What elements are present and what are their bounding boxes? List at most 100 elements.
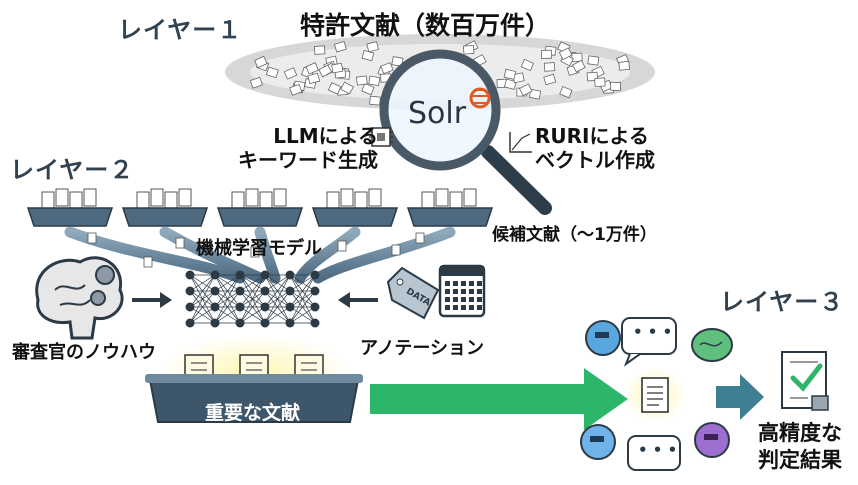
tray-body — [406, 207, 494, 227]
tray-document — [55, 188, 69, 207]
solr-logo-sun-icon — [469, 87, 491, 109]
ml-model-label: 機械学習モデル — [196, 238, 322, 259]
tray-body — [311, 207, 399, 227]
calendar-cell — [477, 305, 482, 310]
pile-paper — [289, 83, 303, 96]
robot-agent-purple-icon — [694, 422, 730, 458]
nn-edge — [239, 306, 266, 324]
nn-node — [260, 318, 270, 328]
calendar-cell — [461, 281, 466, 286]
pile-paper — [380, 62, 394, 75]
candidate-tray — [216, 188, 304, 227]
result-line1: 高精度な — [758, 421, 842, 445]
ruri-line1: RURIによる — [535, 124, 649, 148]
layer3-label: レイヤー３ — [720, 288, 845, 316]
nn-edge — [264, 306, 291, 324]
candidate-tray — [26, 188, 114, 227]
speech-bubble-top-icon — [621, 317, 677, 367]
tray-document — [421, 191, 435, 210]
nn-edge — [189, 274, 216, 324]
llm-keyword-label: LLMによる キーワード生成 — [238, 124, 378, 172]
tray-document — [435, 188, 449, 207]
flowing-documents — [87, 232, 425, 268]
tray-document — [178, 188, 192, 207]
important-documents-label: 重要な文献 — [205, 402, 301, 424]
nn-node — [310, 286, 320, 296]
nn-edge — [214, 306, 241, 324]
tray-document — [231, 191, 245, 210]
patent-documents-title: 特許文献（数百万件） — [300, 11, 551, 40]
candidate-documents-label: 候補文献（〜1万件） — [492, 225, 657, 245]
nn-edge — [264, 274, 291, 324]
certified-result-icon — [781, 351, 829, 411]
nn-edge — [289, 274, 316, 324]
result-line2: 判定結果 — [758, 448, 842, 472]
pile-paper — [307, 72, 321, 85]
nn-edge — [289, 290, 316, 324]
ruri-vector-label: RURIによる ベクトル作成 — [535, 124, 655, 172]
pile-paper — [331, 62, 344, 74]
llm-line1: LLMによる — [273, 124, 378, 148]
tray-document — [150, 188, 164, 207]
nn-node — [210, 286, 220, 296]
tray-body — [121, 207, 209, 227]
solr-logo-text: Solr — [408, 96, 467, 131]
pile-paper — [361, 82, 375, 96]
calendar-cell — [469, 281, 474, 286]
nn-edge — [264, 290, 291, 324]
candidate-tray — [311, 188, 399, 227]
nn-edge — [189, 290, 216, 324]
speech-dots-bottom: • • • — [638, 441, 678, 459]
nn-node — [310, 270, 320, 280]
tray-document — [368, 188, 382, 207]
nn-edge — [264, 274, 291, 308]
nn-edge — [214, 274, 241, 292]
neural-network-icon — [185, 270, 320, 328]
nn-edge — [289, 306, 316, 324]
examiner-knowhow-label: 審査官のノウハウ — [12, 342, 156, 363]
judged-document-icon — [641, 377, 669, 413]
tray-document — [273, 188, 287, 207]
nn-node — [185, 318, 195, 328]
llm-line2: キーワード生成 — [238, 148, 378, 172]
calendar-cell — [461, 289, 466, 294]
nn-edge — [214, 274, 241, 324]
pile-paper — [594, 77, 606, 87]
pile-paper — [333, 40, 347, 53]
nn-edge — [289, 274, 316, 292]
result-arrow-icon — [716, 374, 764, 420]
data-tag-icon: DATA — [386, 266, 440, 320]
nn-edge — [214, 274, 241, 308]
magnifier-icon — [379, 49, 552, 215]
pile-paper — [368, 75, 381, 87]
pile-paper — [518, 83, 533, 97]
calendar-cell — [445, 281, 450, 286]
tray-document — [340, 188, 354, 207]
pile-paper — [391, 56, 404, 67]
nn-edge — [239, 290, 266, 324]
tray-document — [463, 188, 477, 207]
nn-edge — [189, 274, 216, 292]
tray-document — [354, 191, 368, 210]
tray-document — [41, 191, 55, 210]
nn-node — [235, 302, 245, 312]
pile-paper — [283, 67, 298, 80]
important-tray — [145, 374, 363, 423]
nn-edge — [189, 306, 216, 324]
pile-paper — [541, 49, 553, 59]
calendar-cell — [477, 297, 482, 302]
nn-edge — [264, 274, 291, 292]
calendar-cell — [477, 289, 482, 294]
nn-edge — [189, 274, 216, 308]
pile-paper — [520, 58, 535, 72]
tray-document — [259, 191, 273, 210]
calendar-cell — [453, 289, 458, 294]
nn-node — [210, 302, 220, 312]
pile-paper — [340, 81, 354, 95]
tray-document — [69, 191, 83, 210]
calendar-cell — [453, 305, 458, 310]
calendar-cell — [469, 297, 474, 302]
calendar-cell — [469, 289, 474, 294]
pile-paper — [462, 45, 475, 55]
